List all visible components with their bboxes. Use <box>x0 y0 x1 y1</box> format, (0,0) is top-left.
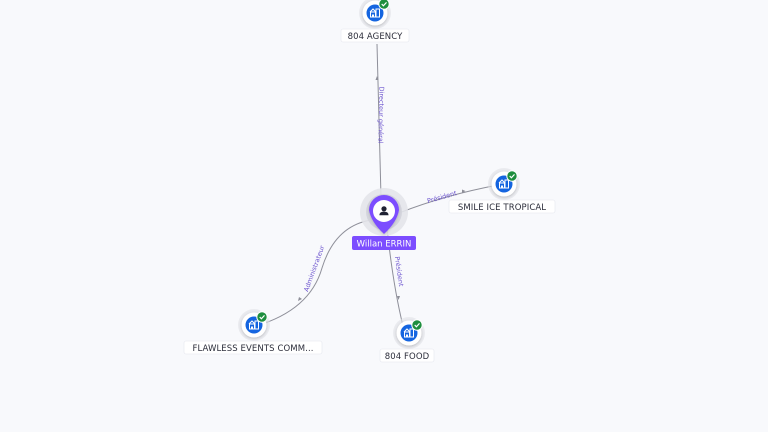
person-icon <box>379 206 389 216</box>
edges-layer: Directeur général Président Président Ad… <box>255 43 499 327</box>
edge-label-directeur-general: Directeur général <box>376 86 385 143</box>
company-node-804-agency[interactable]: 804 AGENCY <box>340 0 410 43</box>
company-node-804-food[interactable]: 804 FOOD <box>379 317 435 363</box>
person-node-willan-errin[interactable]: Willan ERRIN <box>352 188 416 250</box>
verified-check-icon <box>256 311 268 323</box>
edge-administrateur[interactable]: Administrateur <box>255 219 372 327</box>
verified-check-icon <box>378 0 390 10</box>
company-label: FLAWLESS EVENTS COMM... <box>192 344 313 354</box>
company-label: SMILE ICE TROPICAL <box>458 203 546 213</box>
company-label: 804 FOOD <box>385 352 430 362</box>
company-building-icon <box>366 4 384 22</box>
company-node-smile-ice-tropical[interactable]: SMILE ICE TROPICAL <box>448 168 556 214</box>
edge-directeur-general[interactable]: Directeur général <box>375 43 386 198</box>
company-label: 804 AGENCY <box>348 32 404 42</box>
company-node-flawless-events[interactable]: FLAWLESS EVENTS COMM... <box>183 309 323 355</box>
nodes-layer: 804 AGENCY <box>183 0 556 363</box>
verified-check-icon <box>506 170 518 182</box>
verified-check-icon <box>411 319 423 331</box>
person-label: Willan ERRIN <box>357 240 412 250</box>
